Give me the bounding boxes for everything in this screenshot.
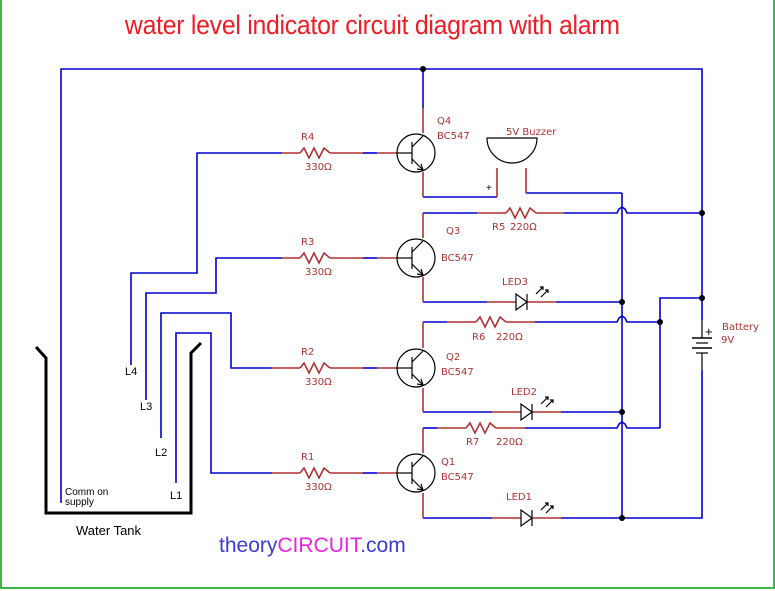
common-supply-label-1: Comm on	[65, 487, 108, 498]
transistor-q2	[396, 348, 436, 388]
battery-plus: +	[705, 324, 713, 339]
watermark-suffix: .com	[360, 534, 406, 557]
resistor-r6	[475, 315, 507, 329]
led3-ref: LED3	[502, 277, 528, 288]
led1-icon	[520, 502, 554, 528]
wire-top-rail	[60, 68, 703, 503]
resistor-r5	[505, 206, 537, 220]
battery-value: 9V	[721, 335, 734, 346]
battery-icon	[692, 320, 712, 370]
battery-label: Battery	[722, 322, 759, 333]
r1-value: 330Ω	[305, 482, 332, 493]
water-tank-label: Water Tank	[76, 523, 142, 538]
r3-ref: R3	[301, 237, 314, 248]
transistor-q3	[396, 238, 436, 278]
r1-ref: R1	[301, 452, 314, 463]
r6-value: 220Ω	[496, 332, 523, 343]
transistor-q4	[396, 133, 436, 173]
resistor-r1	[299, 466, 331, 480]
q2-ref: Q2	[446, 352, 460, 363]
wire-probe-l4	[130, 152, 282, 365]
q3-ref: Q3	[446, 226, 460, 237]
r6-ref: R6	[472, 332, 485, 343]
led1-ref: LED1	[506, 492, 532, 503]
resistor-r7	[465, 421, 497, 435]
wire-probe-l2	[160, 312, 272, 438]
led3-icon	[515, 286, 549, 312]
wire-probe-l3	[145, 257, 282, 400]
wires	[60, 68, 703, 519]
r2-ref: R2	[301, 347, 314, 358]
wire-probe-l1	[175, 332, 272, 483]
component-leads	[272, 108, 564, 519]
junction-dots	[420, 66, 705, 521]
buzzer-label: 5V Buzzer	[506, 127, 557, 138]
watermark-prefix: theory	[219, 534, 278, 557]
q1-ref: Q1	[441, 457, 455, 468]
resistor-r4	[299, 146, 331, 160]
buzzer-plus: +	[486, 183, 492, 194]
watermark-highlight: CIRCUIT	[277, 534, 361, 557]
r7-value: 220Ω	[496, 437, 523, 448]
water-tank-icon	[34, 341, 203, 515]
diagram-title: water level indicator circuit diagram wi…	[124, 10, 620, 40]
q4-ref: Q4	[437, 116, 451, 127]
led2-icon	[520, 396, 554, 422]
buzzer-icon	[486, 137, 538, 164]
led2-ref: LED2	[511, 387, 537, 398]
probe-l1-label: L1	[170, 490, 182, 502]
q1-part: BC547	[441, 472, 474, 483]
r2-value: 330Ω	[305, 377, 332, 388]
r7-ref: R7	[466, 437, 479, 448]
r3-value: 330Ω	[305, 267, 332, 278]
common-supply-label-2: supply	[65, 497, 94, 508]
probe-l3-label: L3	[140, 401, 152, 413]
probe-l2-label: L2	[155, 447, 167, 459]
q4-part: BC547	[437, 131, 470, 142]
watermark: theoryCIRCUIT.com	[219, 534, 406, 558]
wire-battery-neg-branch	[659, 297, 702, 428]
r4-ref: R4	[301, 132, 314, 143]
r5-ref: R5	[492, 222, 505, 233]
transistor-q1	[396, 453, 436, 493]
resistor-r2	[299, 361, 331, 375]
q3-part: BC547	[441, 253, 474, 264]
r5-value: 220Ω	[510, 222, 537, 233]
probe-l4-label: L4	[125, 366, 137, 378]
q2-part: BC547	[441, 367, 474, 378]
resistor-r3	[299, 251, 331, 265]
r4-value: 330Ω	[305, 162, 332, 173]
